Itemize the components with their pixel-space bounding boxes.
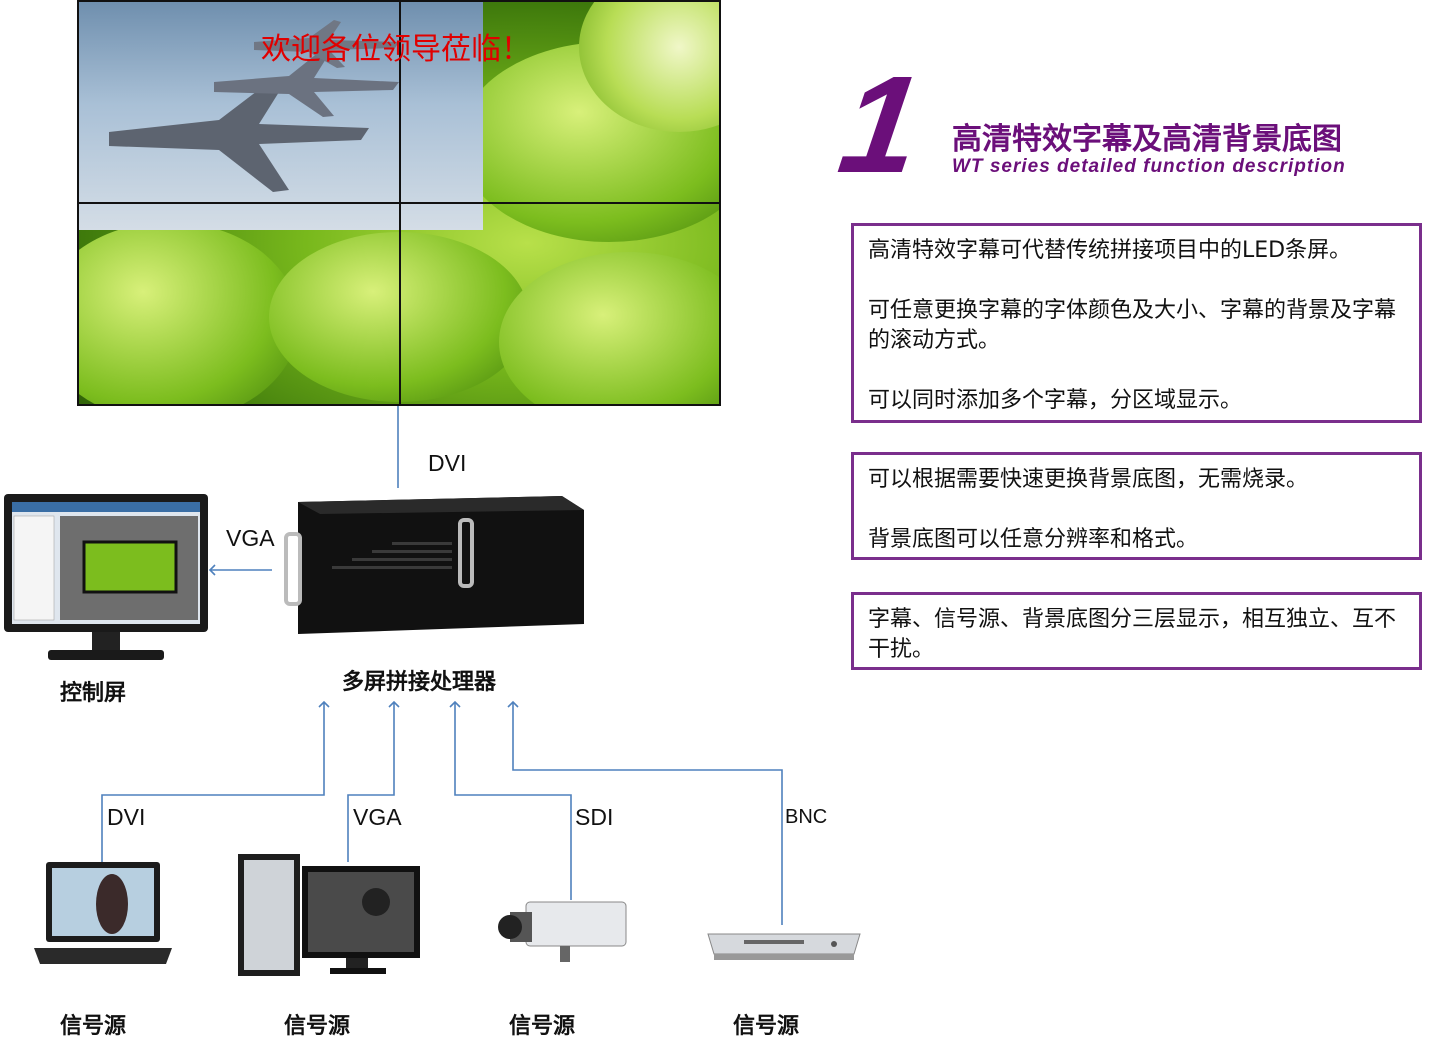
input-label-bnc: BNC — [785, 806, 828, 828]
description-box: 可以根据需要快速更换背景底图，无需烧录。 背景底图可以任意分辨率和格式。 — [851, 452, 1422, 560]
dvd-player-icon — [707, 933, 861, 960]
jets-image — [79, 2, 483, 230]
input-label-sdi: SDI — [575, 804, 614, 830]
description-text: 字幕、信号源、背景底图分三层显示，相互独立、互不干扰。 — [868, 607, 1397, 662]
input-label-vga: VGA — [353, 804, 402, 830]
processor-label: 多屏拼接处理器 — [342, 670, 497, 695]
camera-icon — [498, 901, 627, 962]
section-subtitle: WT series detailed function description — [952, 156, 1346, 177]
section-title: 高清特效字幕及高清背景底图 — [952, 122, 1342, 157]
processor-icon — [284, 496, 584, 634]
laptop-icon — [34, 862, 172, 964]
dvi-wall-label: DVI — [428, 450, 467, 476]
description-text: 背景底图可以任意分辨率和格式。 — [868, 527, 1199, 552]
description-text: 可任意更换字幕的字体颜色及大小、字幕的背景及字幕的滚动方式。 — [868, 298, 1397, 353]
video-wall: 欢迎各位领导莅临！ — [77, 0, 721, 406]
control-screen-label: 控制屏 — [60, 681, 127, 706]
jet-icon — [254, 20, 399, 68]
source-label: 信号源 — [733, 1014, 800, 1039]
vga-input-line — [347, 700, 400, 862]
desktop-pc-icon — [238, 854, 420, 976]
input-label-dvi: DVI — [107, 804, 146, 830]
description-text: 可以根据需要快速更换背景底图，无需烧录。 — [868, 467, 1309, 492]
monitor-icon — [4, 494, 208, 660]
description-box: 高清特效字幕可代替传统拼接项目中的LED条屏。 可任意更换字幕的字体颜色及大小、… — [851, 223, 1422, 423]
dvi-input-line — [101, 700, 330, 862]
wall-caption: 欢迎各位领导莅临！ — [261, 32, 531, 67]
jet-icon — [214, 52, 399, 117]
vga-monitor-label: VGA — [226, 525, 275, 551]
description-text: 高清特效字幕可代替传统拼接项目中的LED条屏。 — [868, 238, 1352, 263]
source-label: 信号源 — [284, 1014, 351, 1039]
source-label: 信号源 — [60, 1014, 127, 1039]
jet-icon — [109, 82, 369, 192]
sdi-input-line — [449, 700, 572, 900]
description-text: 可以同时添加多个字幕，分区域显示。 — [868, 388, 1243, 413]
source-label: 信号源 — [509, 1014, 576, 1039]
bnc-input-line — [507, 700, 783, 925]
description-box: 字幕、信号源、背景底图分三层显示，相互独立、互不干扰。 — [851, 592, 1422, 670]
